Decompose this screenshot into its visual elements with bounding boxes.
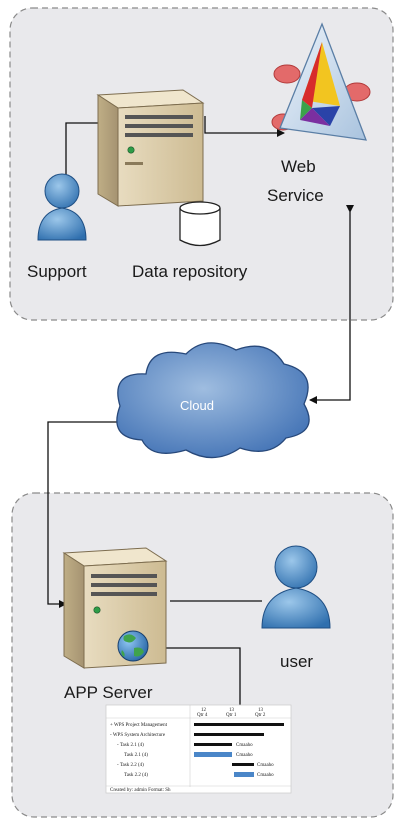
support-label: Support [27, 262, 87, 281]
gantt-bar-label-4: Cmaaho [257, 773, 274, 778]
globe-to-screenshot-line [148, 647, 241, 705]
gantt-footer: Created by: admin Format: Sh [110, 788, 171, 793]
cloud-appserver-arrow [47, 418, 125, 608]
gantt-row-6: Task 2.2 (4) [124, 773, 148, 778]
gantt-row-1: + WPS Project Management [110, 723, 168, 728]
gantt-header-year-3: 13 [258, 708, 264, 713]
user-label: user [280, 652, 313, 671]
gantt-row-2: - WPS System Architecture [110, 733, 166, 738]
data-repository-label: Data repository [132, 262, 248, 281]
web-service-label-line2: Service [267, 186, 324, 205]
data-server-icon [96, 89, 205, 207]
webservice-cloud-arrow [309, 205, 354, 404]
gantt-row-4: Task 2.1 (4) [124, 753, 148, 758]
long-connectors [47, 205, 354, 705]
support-to-server-line [65, 122, 98, 175]
app-server-icon [62, 547, 168, 669]
web-service-icon [271, 22, 371, 141]
app-server-label: APP Server [64, 683, 153, 702]
gantt-row-3: - Task 2.1 (4) [117, 743, 144, 748]
gantt-bar-label-3: Cmaaho [257, 763, 274, 768]
gantt-row-5: - Task 2.2 (4) [117, 763, 144, 768]
web-service-label-line1: Web [281, 157, 316, 176]
gantt-bar-label-1: Cmaaho [236, 743, 253, 748]
gantt-bar-4 [194, 752, 232, 757]
gantt-bar-2 [194, 733, 264, 736]
database-icon [179, 201, 221, 247]
server-to-webservice-arrow [204, 116, 285, 137]
cloud-label: Cloud [180, 398, 214, 413]
gantt-header-3: Qtr 2 [255, 713, 266, 718]
user-person-icon [261, 545, 331, 629]
gantt-bar-6 [234, 772, 254, 777]
gantt-header-year-2: 13 [229, 708, 235, 713]
support-person-icon [37, 173, 87, 241]
gantt-bar-3 [194, 743, 232, 746]
gantt-bar-label-2: Cmaaho [236, 753, 253, 758]
gantt-header-1: Qtr 4 [197, 713, 208, 718]
cloud-icon [116, 342, 310, 459]
gantt-screenshot: 12 13 13 Qtr 4 Qtr 1 Qtr 2 + WPS Project… [105, 704, 292, 794]
globe-icon [117, 630, 149, 662]
gantt-header-year-1: 12 [201, 708, 207, 713]
gantt-bar-1 [194, 723, 284, 726]
gantt-header-2: Qtr 1 [226, 713, 237, 718]
gantt-bar-5 [232, 763, 254, 766]
